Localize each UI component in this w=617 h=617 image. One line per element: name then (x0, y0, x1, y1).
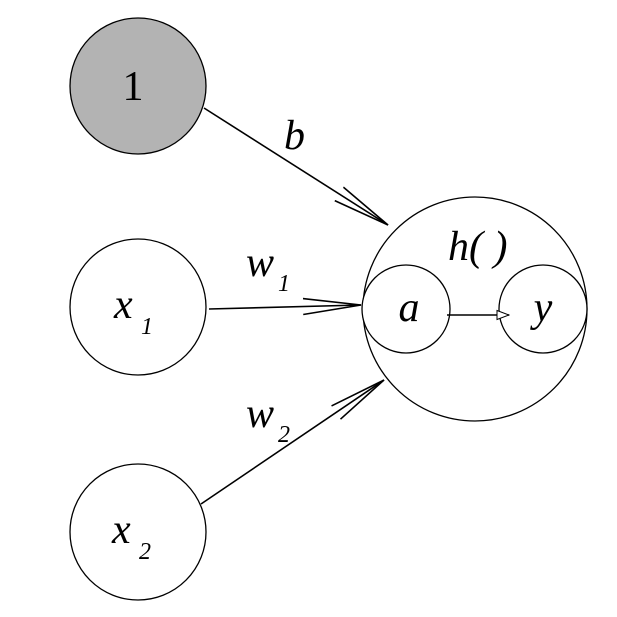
bias-node (69, 17, 207, 155)
activation-input-node (361, 264, 451, 354)
x1-edge (208, 305, 361, 309)
weight-w1-label: w (246, 240, 274, 286)
input-node-x1-subscript: 1 (141, 314, 153, 340)
activation-input-label: a (399, 285, 420, 331)
output-node (498, 264, 588, 354)
bias-edge (203, 107, 388, 225)
x2-edge (200, 380, 384, 505)
input-node-x1 (69, 238, 207, 376)
input-node-x2 (69, 463, 207, 601)
weight-w1-subscript: 1 (278, 271, 290, 297)
input-node-x2-subscript: 2 (139, 539, 151, 565)
output-label: y (530, 285, 553, 331)
neuron-function-label: h( ) (448, 224, 507, 270)
input-node-x1-label: x (113, 282, 133, 328)
bias-node-label: 1 (123, 64, 144, 110)
weight-w2-label: w (246, 391, 274, 437)
input-node-x2-label: x (111, 507, 131, 553)
bias-weight-label: b (284, 113, 305, 159)
weight-w2-subscript: 2 (278, 422, 290, 448)
